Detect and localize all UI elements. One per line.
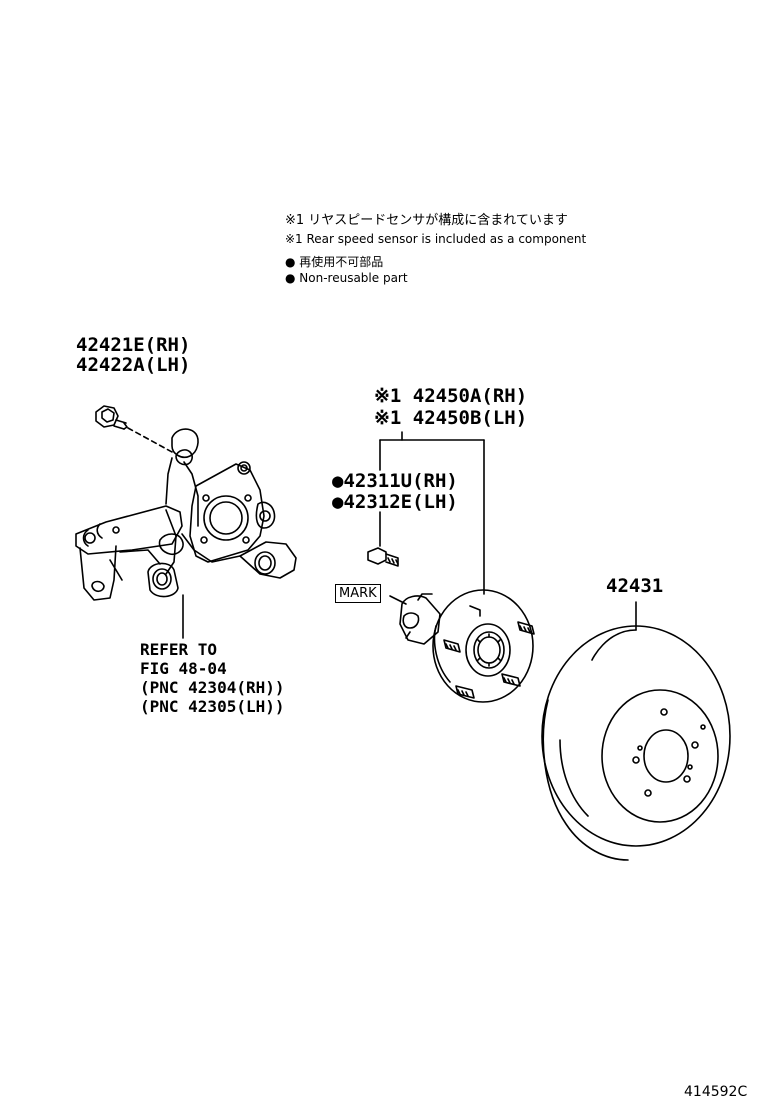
refer-line-4: (PNC 42305(LH)): [140, 697, 285, 716]
part-number-hub-lh[interactable]: ※1 42450B(LH): [374, 407, 528, 429]
part-number-knuckle-bolt-lh[interactable]: 42422A(LH): [76, 354, 191, 376]
part-number-hub-rh[interactable]: ※1 42450A(RH): [374, 385, 528, 407]
refer-line-2[interactable]: FIG 48-04: [140, 659, 227, 678]
mark-label: MARK: [335, 584, 381, 603]
part-number-knuckle-bolt-rh[interactable]: 42421E(RH): [76, 334, 191, 356]
part-number-hub-bolt-rh[interactable]: ●42311U(RH): [332, 470, 458, 492]
hub-bearing-drawing: [399, 589, 535, 703]
part-number-hub-bolt-lh[interactable]: ●42312E(LH): [332, 491, 458, 513]
part-number-disc[interactable]: 42431: [606, 575, 664, 597]
hub-bolt-drawing: [367, 547, 399, 567]
knuckle-bolt-drawing: [95, 405, 173, 453]
hub-bracket: [379, 431, 485, 595]
knuckle-drawing: [75, 428, 297, 639]
refer-line-3: (PNC 42304(RH)): [140, 678, 285, 697]
refer-line-1: REFER TO: [140, 640, 218, 659]
disc-rotor-drawing: [541, 601, 731, 861]
figure-number: 414592C: [684, 1084, 748, 1100]
note-jp-bullet: ● 再使用不可部品: [285, 255, 384, 269]
note-jp-asterisk: ※1 リヤスピードセンサが構成に含まれています: [285, 213, 568, 228]
note-en-bullet: ● Non-reusable part: [285, 271, 408, 285]
note-en-asterisk: ※1 Rear speed sensor is included as a co…: [285, 232, 587, 246]
